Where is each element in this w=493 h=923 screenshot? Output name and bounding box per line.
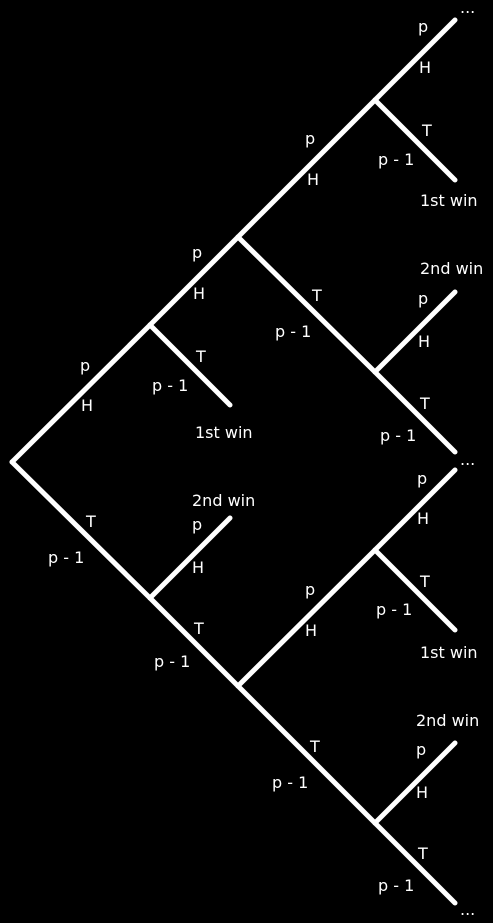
edge-root-heads <box>9 322 153 465</box>
edge-hh-tails <box>235 234 378 375</box>
edge-label-prob: p - 1 <box>380 426 416 445</box>
outcome-first-wins: 1st win <box>420 191 478 210</box>
edge-label-prob: p - 1 <box>378 876 414 895</box>
continuation-ellipsis: ... <box>460 450 475 469</box>
edge-label-side: H <box>305 621 317 640</box>
edge-label-side: H <box>307 170 319 189</box>
edge-hhh-heads <box>372 17 458 103</box>
edge-tth-heads <box>372 467 458 553</box>
edge-h-tails <box>147 322 233 408</box>
edge-label-prob: p <box>192 243 202 262</box>
edge-label-prob: p - 1 <box>376 600 412 619</box>
edge-label-side: T <box>311 286 322 305</box>
continuation-ellipsis: ... <box>460 900 475 919</box>
edge-label-side: H <box>192 558 204 577</box>
edge-label-prob: p - 1 <box>152 376 188 395</box>
edge-label-side: H <box>419 58 431 77</box>
edge-label-side: H <box>193 284 205 303</box>
edge-t-heads <box>147 515 233 601</box>
edge-label-side: H <box>417 509 429 528</box>
edge-label-prob: p - 1 <box>275 322 311 341</box>
edge-hht-tails <box>372 369 458 455</box>
outcome-second-wins: 2nd win <box>420 259 483 278</box>
edge-label-side: T <box>309 737 320 756</box>
edge-label-prob: p - 1 <box>378 150 414 169</box>
edge-label-side: T <box>419 572 430 591</box>
edge-tt-heads <box>235 547 378 689</box>
edge-ttt-tails <box>372 820 458 906</box>
edge-hhh-tails <box>372 97 458 183</box>
edge-label-prob: p <box>192 515 202 534</box>
edge-label-prob: p <box>418 289 428 308</box>
edge-hht-heads <box>372 289 458 375</box>
edge-label-prob: p <box>305 129 315 148</box>
continuation-ellipsis: ... <box>460 0 475 17</box>
edge-label-side: T <box>417 844 428 863</box>
outcome-first-wins: 1st win <box>195 423 253 442</box>
edge-label-side: T <box>85 512 96 531</box>
edge-root-tails <box>9 459 153 601</box>
edge-label-prob: p <box>80 356 90 375</box>
edge-label-side: T <box>421 121 432 140</box>
edge-label-side: T <box>195 347 206 366</box>
edge-ttt-heads <box>372 740 458 826</box>
edge-label-prob: p - 1 <box>154 652 190 671</box>
edge-t-tails <box>147 595 241 689</box>
edge-label-side: H <box>416 783 428 802</box>
edge-label-prob: p <box>417 469 427 488</box>
edge-hh-heads <box>235 97 378 240</box>
outcome-second-wins: 2nd win <box>192 491 255 510</box>
edge-label-side: T <box>419 394 430 413</box>
edge-tth-tails <box>372 547 458 633</box>
edge-label-side: H <box>81 396 93 415</box>
outcome-second-wins: 2nd win <box>416 711 479 730</box>
edge-label-prob: p <box>305 580 315 599</box>
outcome-first-wins: 1st win <box>420 643 478 662</box>
edge-tt-tails <box>235 683 378 826</box>
edge-label-side: H <box>418 332 430 351</box>
edge-label-side: T <box>193 619 204 638</box>
edge-label-prob: p - 1 <box>272 773 308 792</box>
edge-label-prob: p <box>418 17 428 36</box>
edge-h-heads <box>147 234 241 328</box>
edge-label-prob: p <box>416 740 426 759</box>
edge-label-prob: p - 1 <box>48 548 84 567</box>
